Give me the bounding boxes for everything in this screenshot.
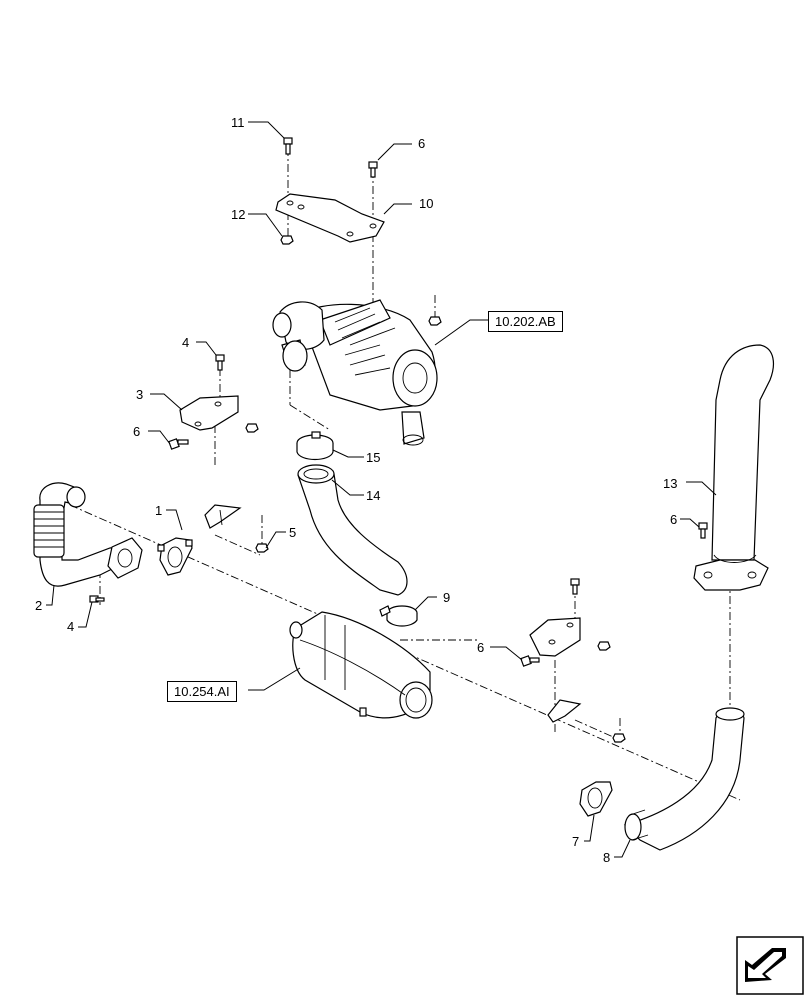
callout-6-stack: 6 bbox=[670, 512, 678, 527]
callout-8: 8 bbox=[603, 850, 611, 865]
next-page-arrow-icon[interactable] bbox=[736, 936, 804, 995]
clamp-1 bbox=[157, 537, 193, 576]
callout-12: 12 bbox=[231, 207, 246, 222]
ref-muffler[interactable]: 10.254.AI bbox=[167, 681, 237, 702]
bolt-4-top bbox=[215, 354, 225, 371]
callout-5: 5 bbox=[289, 525, 297, 540]
callout-15: 15 bbox=[366, 450, 381, 465]
bracket-lower-right bbox=[547, 699, 582, 723]
nut-mid bbox=[245, 423, 259, 433]
callout-1: 1 bbox=[155, 503, 163, 518]
clamp-7 bbox=[579, 781, 613, 817]
nut-5 bbox=[255, 543, 269, 553]
bracket-right bbox=[529, 617, 581, 657]
nut-lower-right bbox=[612, 733, 626, 743]
bolt-6-left bbox=[168, 438, 189, 450]
bracket-10 bbox=[275, 193, 385, 243]
callout-6-top: 6 bbox=[418, 136, 426, 151]
callout-6-right: 6 bbox=[477, 640, 485, 655]
nut-top-right bbox=[428, 316, 442, 326]
pipe-2 bbox=[33, 482, 143, 587]
pipe-8 bbox=[623, 707, 745, 851]
callout-2: 2 bbox=[35, 598, 43, 613]
stack-pipe-13 bbox=[693, 344, 775, 591]
bolt-4-lower bbox=[89, 595, 105, 603]
bolt-6-right bbox=[520, 655, 540, 667]
nut-right bbox=[597, 641, 611, 651]
leader-lines bbox=[46, 121, 717, 858]
ref-air-cleaner[interactable]: 10.202.AB bbox=[488, 311, 563, 332]
bolt-top-right bbox=[570, 578, 580, 595]
bracket-lower-left bbox=[204, 504, 242, 529]
callout-6-left: 6 bbox=[133, 424, 141, 439]
callout-11: 11 bbox=[231, 115, 245, 130]
bolt-6-stack bbox=[698, 522, 708, 539]
nut-12 bbox=[280, 235, 294, 245]
centre-lines bbox=[69, 148, 741, 801]
callout-13: 13 bbox=[663, 476, 678, 491]
bracket-3 bbox=[179, 395, 239, 431]
callout-9: 9 bbox=[443, 590, 451, 605]
bolt-11 bbox=[283, 137, 293, 155]
callout-4-lower: 4 bbox=[67, 619, 75, 634]
air-cleaner-assembly bbox=[272, 299, 438, 446]
callout-14: 14 bbox=[366, 488, 381, 503]
hose-14 bbox=[297, 464, 408, 596]
callout-10: 10 bbox=[419, 196, 434, 211]
callout-3: 3 bbox=[136, 387, 144, 402]
callout-4-top: 4 bbox=[182, 335, 190, 350]
bolt-6-top bbox=[368, 161, 378, 178]
clamp-9 bbox=[379, 605, 418, 627]
clamp-15 bbox=[296, 431, 334, 461]
callout-7: 7 bbox=[572, 834, 580, 849]
muffler bbox=[289, 611, 433, 719]
